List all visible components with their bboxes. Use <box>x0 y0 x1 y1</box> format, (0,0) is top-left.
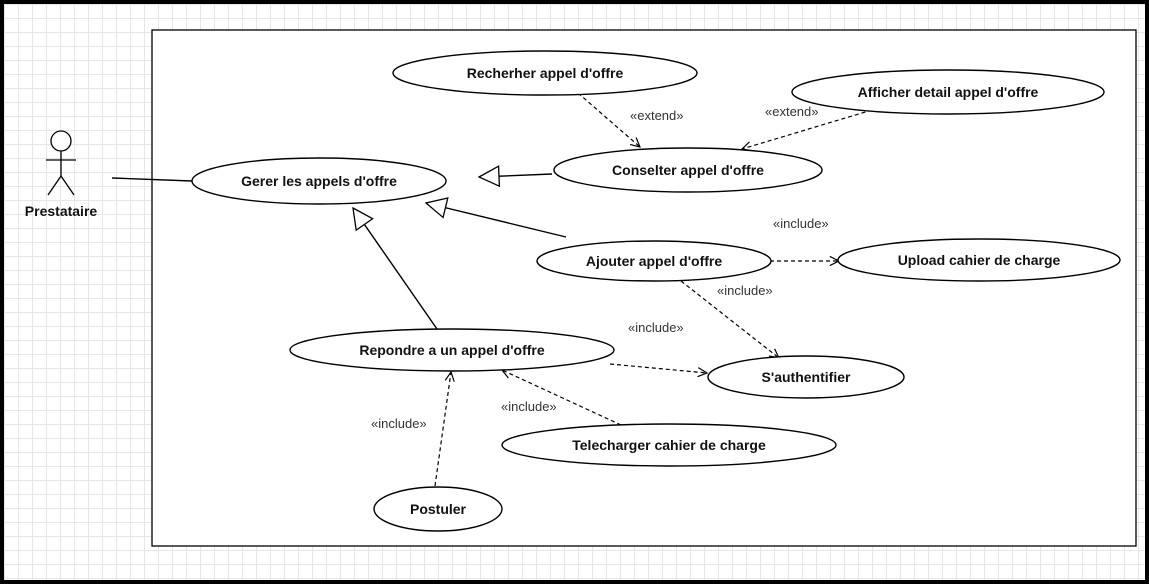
use-case-repondre[interactable]: Repondre a un appel d'offre <box>289 328 615 372</box>
use-case-label: Postuler <box>410 501 467 517</box>
use-case-rechercher[interactable]: Recherher appel d'offre <box>392 50 698 96</box>
include-postuler-arrow <box>434 372 451 487</box>
extend-label-afficher: «extend» <box>765 104 819 119</box>
use-case-label: Upload cahier de charge <box>898 252 1061 268</box>
generalization-repondre <box>353 208 438 330</box>
use-case-label: Ajouter appel d'offre <box>586 253 723 269</box>
use-case-authentifier[interactable]: S'authentifier <box>707 355 905 399</box>
use-case-label: Conselter appel d'offre <box>612 162 764 178</box>
actor-head <box>50 130 72 152</box>
use-case-diagram: Prestataire «extend» «extend» «include» … <box>25 29 1137 547</box>
use-case-label: Gerer les appels d'offre <box>241 173 397 189</box>
extend-afficher-arrow <box>742 109 873 149</box>
use-case-afficher[interactable]: Afficher detail appel d'offre <box>791 69 1105 115</box>
extend-label-rechercher: «extend» <box>630 108 684 123</box>
include-label-telecharger: «include» <box>501 399 557 414</box>
use-case-gerer[interactable]: Gerer les appels d'offre <box>191 157 447 205</box>
use-case-label: Telecharger cahier de charge <box>572 437 766 453</box>
use-case-postuler[interactable]: Postuler <box>373 486 503 532</box>
include-label-upload: «include» <box>773 216 829 231</box>
include-telecharger-arrow <box>502 370 622 426</box>
actor-left-leg <box>47 175 62 196</box>
include-repondre-auth-arrow <box>609 363 707 373</box>
use-case-label: Repondre a un appel d'offre <box>359 342 545 358</box>
actor-prestataire[interactable]: Prestataire <box>25 130 98 219</box>
include-label-repondre-auth: «include» <box>628 320 684 335</box>
use-case-consulter[interactable]: Conselter appel d'offre <box>553 147 823 193</box>
include-label-ajouter-auth: «include» <box>717 283 773 298</box>
use-case-ajouter[interactable]: Ajouter appel d'offre <box>536 240 772 282</box>
use-case-label: Afficher detail appel d'offre <box>858 84 1039 100</box>
association-line <box>111 177 193 182</box>
generalization-consulter <box>479 174 553 177</box>
actor-right-leg <box>60 175 75 196</box>
include-label-postuler: «include» <box>371 416 427 431</box>
use-case-telecharger[interactable]: Telecharger cahier de charge <box>501 423 837 467</box>
use-case-label: Recherher appel d'offre <box>467 65 624 81</box>
generalization-ajouter <box>426 203 567 238</box>
use-case-upload[interactable]: Upload cahier de charge <box>837 238 1121 282</box>
actor-label: Prestataire <box>25 203 98 219</box>
use-case-label: S'authentifier <box>762 369 851 385</box>
diagram-canvas: Prestataire «extend» «extend» «include» … <box>4 4 1145 580</box>
